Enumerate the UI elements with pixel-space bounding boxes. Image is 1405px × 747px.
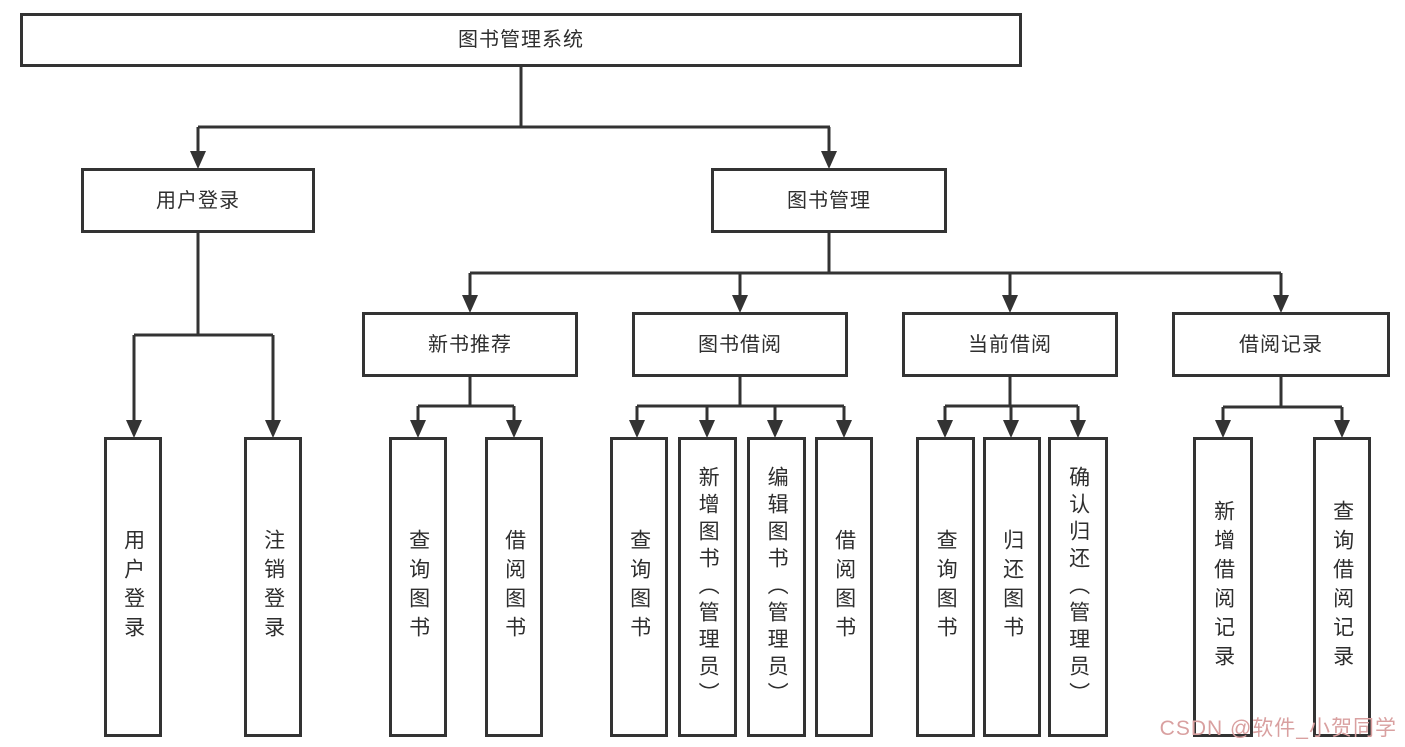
csdn-watermark: CSDN @软件_小贺同学 xyxy=(1159,717,1397,740)
leaf-borrow-query-books: 查询图书 xyxy=(610,437,668,737)
leaf-borrow-borrow-books: 借阅图书 xyxy=(815,437,873,737)
node-root-system: 图书管理系统 xyxy=(20,13,1022,67)
node-book-management-branch: 图书管理 xyxy=(711,168,947,233)
node-current-borrow: 当前借阅 xyxy=(902,312,1118,377)
leaf-logout: 注销登录 xyxy=(244,437,302,737)
leaf-user-login: 用户登录 xyxy=(104,437,162,737)
leaf-borrow-edit-books-admin: 编辑图书（管理员） xyxy=(747,437,806,737)
leaf-current-query-books: 查询图书 xyxy=(916,437,975,737)
leaf-records-add-record: 新增借阅记录 xyxy=(1193,437,1253,737)
leaf-current-confirm-return-admin: 确认归还（管理员） xyxy=(1048,437,1108,737)
leaf-records-query-record: 查询借阅记录 xyxy=(1313,437,1371,737)
node-user-login-branch: 用户登录 xyxy=(81,168,315,233)
leaf-borrow-add-books-admin: 新增图书（管理员） xyxy=(678,437,737,737)
leaf-newbook-borrow-books: 借阅图书 xyxy=(485,437,543,737)
leaf-current-return-books: 归还图书 xyxy=(983,437,1041,737)
node-borrow-records: 借阅记录 xyxy=(1172,312,1390,377)
node-book-borrow: 图书借阅 xyxy=(632,312,848,377)
leaf-newbook-query-books: 查询图书 xyxy=(389,437,447,737)
node-new-book-recommend: 新书推荐 xyxy=(362,312,578,377)
